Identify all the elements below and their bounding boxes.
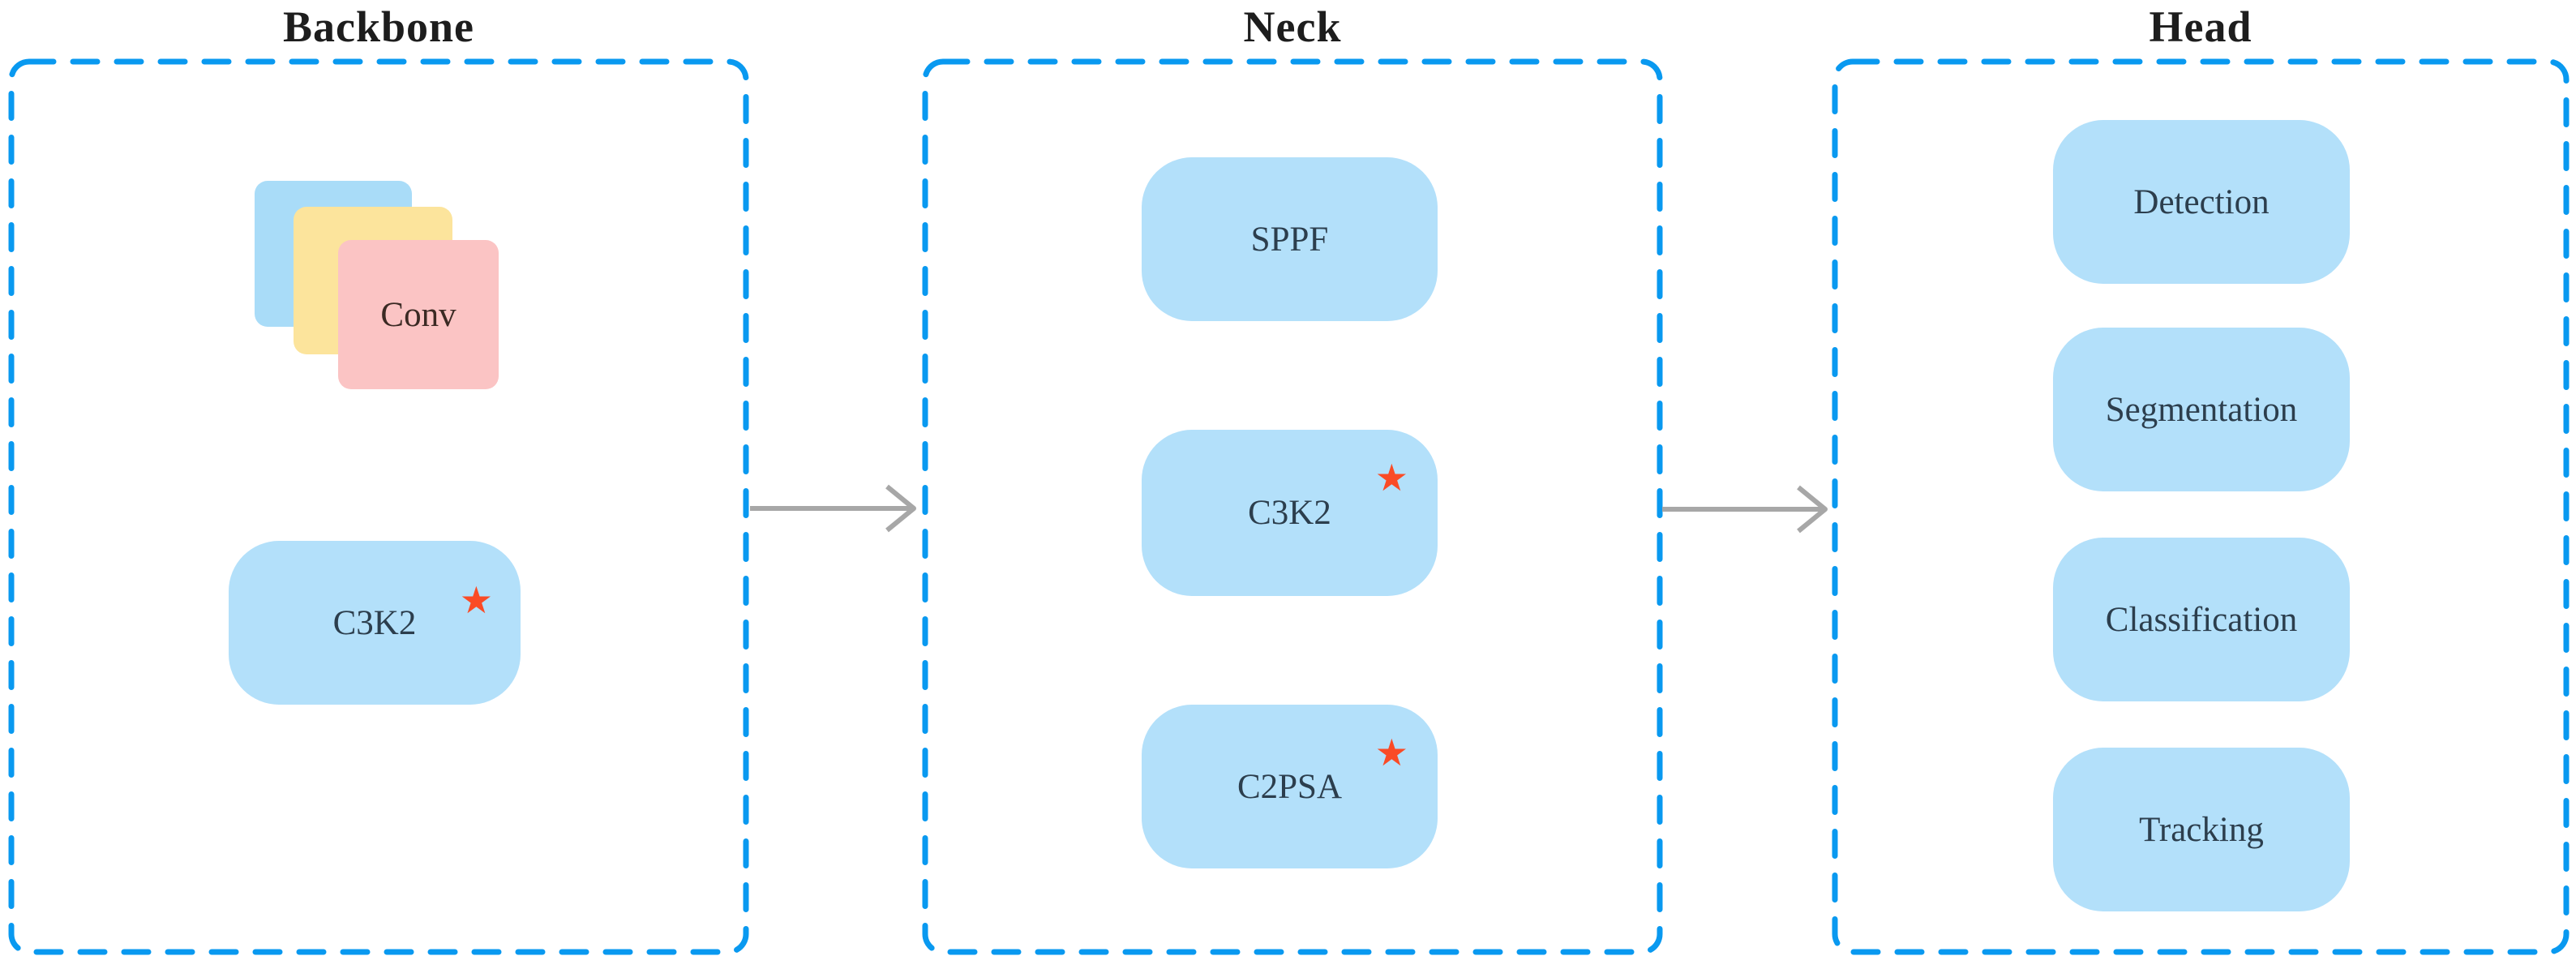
neck-title: Neck bbox=[1243, 2, 1342, 51]
backbone-c3k2-block: C3K2 ★ bbox=[229, 541, 521, 705]
backbone-title: Backbone bbox=[282, 2, 475, 51]
neck-to-head-arrow bbox=[1662, 485, 1828, 534]
conv-card-label: Conv bbox=[380, 295, 456, 334]
star-icon: ★ bbox=[1374, 731, 1408, 774]
conv-card: Conv bbox=[338, 240, 499, 389]
backbone-panel-border bbox=[8, 58, 749, 955]
head-detection-label: Detection bbox=[2133, 182, 2270, 221]
head-panel-border bbox=[1832, 58, 2570, 955]
backbone-to-neck-arrow bbox=[750, 484, 916, 533]
neck-c2psa-label: C2PSA bbox=[1237, 767, 1343, 806]
head-segmentation-label: Segmentation bbox=[2105, 390, 2298, 429]
head-classification-label: Classification bbox=[2105, 600, 2298, 639]
neck-sppf-label: SPPF bbox=[1250, 220, 1329, 259]
neck-c3k2-label: C3K2 bbox=[1248, 494, 1331, 532]
head-tracking-block: Tracking bbox=[2053, 748, 2350, 911]
star-icon: ★ bbox=[1374, 456, 1408, 500]
neck-sppf-block: SPPF bbox=[1142, 157, 1438, 321]
head-segmentation-block: Segmentation bbox=[2053, 328, 2350, 491]
backbone-c3k2-label: C3K2 bbox=[332, 603, 417, 642]
head-detection-block: Detection bbox=[2053, 120, 2350, 284]
neck-c2psa-block: C2PSA ★ bbox=[1142, 705, 1438, 868]
head-tracking-label: Tracking bbox=[2139, 810, 2264, 849]
head-title: Head bbox=[2149, 2, 2252, 51]
neck-panel-border bbox=[922, 58, 1663, 955]
star-icon: ★ bbox=[459, 578, 493, 622]
head-classification-block: Classification bbox=[2053, 538, 2350, 701]
neck-c3k2-block: C3K2 ★ bbox=[1142, 430, 1438, 596]
